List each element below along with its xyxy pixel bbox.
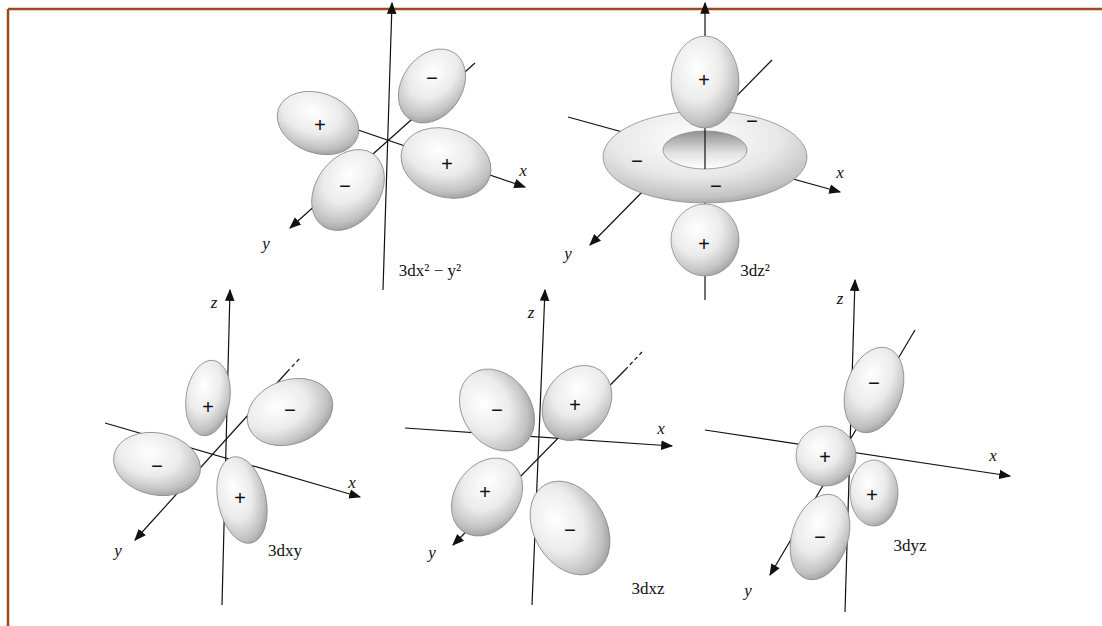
axis-label: x [657, 420, 665, 437]
phase-sign: + [202, 397, 214, 418]
orbital-label: 3dyz [893, 537, 926, 554]
orbital-label: 3dxz [631, 580, 664, 597]
axis-label: y [114, 542, 122, 559]
z-axis [532, 290, 545, 605]
orbital-lobe [444, 354, 550, 465]
phase-sign: − [339, 176, 351, 197]
axis-label: z [528, 304, 535, 321]
frame-line [7, 9, 10, 626]
axis-label: y [744, 582, 752, 599]
orbital-lobe [108, 425, 207, 504]
orbital-lobe [528, 352, 626, 454]
phase-sign: − [631, 151, 643, 172]
z-axis [222, 290, 230, 605]
axis-label: x [519, 162, 527, 179]
phase-sign: + [479, 482, 491, 503]
axis-extension [287, 357, 301, 372]
phase-sign: + [698, 70, 710, 91]
phase-sign: − [491, 400, 503, 421]
phase-sign: + [866, 485, 878, 506]
axis-extension [625, 352, 642, 370]
orbital-label: 3dx² − y² [399, 262, 461, 279]
axis-label: z [837, 290, 844, 307]
phase-sign: − [426, 68, 438, 89]
orbital-lobe [834, 340, 914, 441]
frame-line [8, 8, 1102, 11]
orbital-label: 3dz² [740, 262, 770, 279]
phase-sign: + [698, 234, 710, 255]
orbital-lobe [238, 367, 343, 457]
orbital-lobe [209, 452, 274, 548]
orbital-lobe [392, 116, 501, 209]
phase-sign: − [564, 520, 576, 541]
axis-label: x [989, 447, 997, 464]
orbital-lobe [384, 36, 479, 136]
phase-sign: − [710, 176, 722, 197]
orbital-lobe [181, 357, 235, 438]
phase-sign: + [314, 115, 326, 136]
phase-sign: + [569, 395, 581, 416]
axis-label: y [262, 235, 270, 252]
axis-label: z [211, 294, 218, 311]
orbital-lobe [297, 136, 400, 245]
axis-label: x [348, 474, 356, 491]
x-axis [405, 428, 672, 446]
orbital-label: 3dxy [268, 542, 302, 559]
orbital-lobe [514, 467, 626, 590]
z-axis [383, 3, 392, 290]
phase-sign: + [441, 154, 453, 175]
phase-sign: − [814, 527, 826, 548]
phase-sign: − [746, 111, 758, 132]
phase-sign: − [868, 373, 880, 394]
orbital-lobe [671, 36, 739, 128]
phase-sign: − [284, 400, 296, 421]
orbital-lobe [796, 426, 856, 486]
axis-label: y [428, 544, 436, 561]
orbital-lobe [671, 204, 739, 276]
axis-label: x [836, 164, 844, 181]
phase-sign: + [234, 488, 246, 509]
axis-label: y [564, 245, 572, 262]
orbital-lobe [437, 444, 538, 550]
z-axis [704, 128, 705, 169]
phase-sign: + [819, 447, 831, 468]
orbital-lobe [850, 460, 898, 526]
orbital-lobe [780, 487, 860, 588]
phase-sign: − [151, 456, 163, 477]
